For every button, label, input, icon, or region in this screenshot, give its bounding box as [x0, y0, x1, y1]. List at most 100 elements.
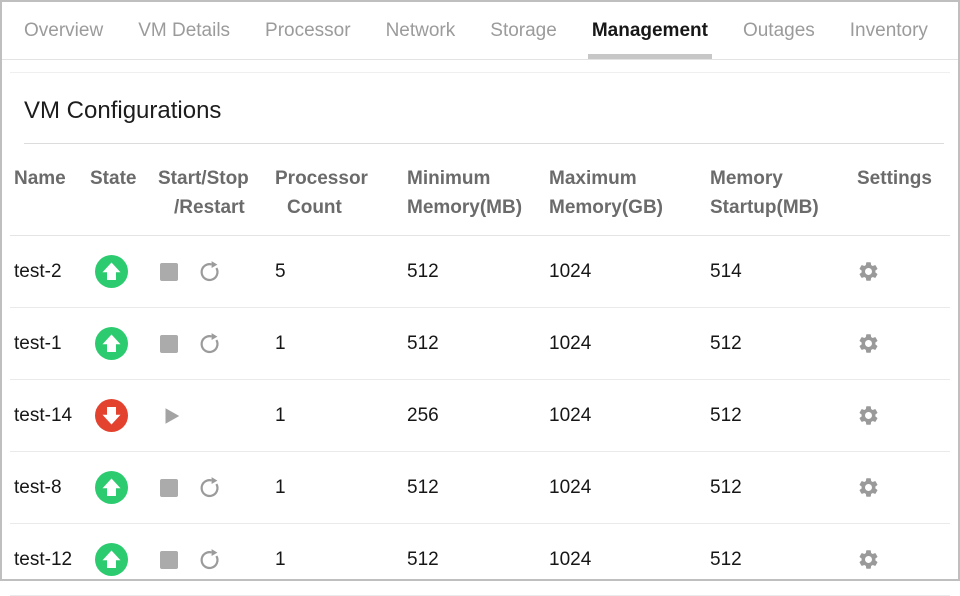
stop-button[interactable] — [160, 478, 178, 497]
processor-count-value: 1 — [275, 548, 286, 570]
tab-vm-details[interactable]: VM Details — [138, 19, 231, 41]
min-memory-value: 256 — [407, 404, 439, 426]
memory-startup-value: 512 — [710, 332, 742, 354]
column-header-settings: Settings — [857, 164, 950, 222]
settings-button[interactable] — [857, 548, 880, 571]
settings-button[interactable] — [857, 332, 880, 355]
gear-icon — [859, 406, 878, 425]
arrow-down-circle-icon — [95, 399, 128, 432]
column-header-line: State — [90, 168, 137, 189]
column-header-state: State — [90, 164, 158, 222]
column-header-line: Count — [287, 197, 342, 218]
settings-cell — [857, 332, 950, 355]
stop-icon — [160, 550, 178, 569]
actions-cell — [158, 547, 275, 573]
memory-startup-value: 514 — [710, 260, 742, 282]
state-cell — [90, 255, 158, 288]
max-memory-value: 1024 — [549, 332, 592, 354]
vm-name: test-14 — [14, 404, 73, 426]
column-header-line: Start/Stop — [158, 168, 249, 189]
stop-button[interactable] — [160, 262, 178, 281]
processor-count-value: 5 — [275, 260, 286, 282]
restart-icon — [200, 260, 219, 281]
column-header-line: Memory — [710, 168, 783, 189]
tab-management[interactable]: Management — [587, 2, 712, 59]
state-cell — [90, 327, 158, 360]
memory-startup-value: 512 — [710, 548, 742, 570]
tab-bar: Overview VM Details Processor Network Storag… — [2, 2, 958, 60]
column-header-line: /Restart — [174, 197, 245, 218]
tab-processor[interactable]: Processor — [265, 19, 351, 41]
restart-icon — [200, 476, 219, 497]
tab-outages[interactable]: Outages — [742, 19, 815, 41]
processor-count-value: 1 — [275, 404, 286, 426]
arrow-up-circle-icon — [95, 327, 128, 360]
arrow-up-circle-icon — [95, 255, 128, 288]
stop-icon — [160, 478, 178, 497]
state-cell — [90, 471, 158, 504]
vm-name: test-8 — [14, 476, 62, 498]
arrow-up-circle-icon — [95, 471, 128, 504]
min-memory-value: 512 — [407, 260, 439, 282]
restart-button[interactable] — [197, 259, 222, 285]
vm-name: test-12 — [14, 548, 73, 570]
column-header-line: Memory(GB) — [549, 197, 664, 218]
tab-storage[interactable]: Storage — [490, 19, 557, 41]
max-memory-value: 1024 — [549, 548, 592, 570]
column-header-line: Name — [14, 168, 66, 189]
max-memory-value: 1024 — [549, 260, 592, 282]
title-divider — [24, 143, 944, 144]
tab-network[interactable]: Network — [385, 19, 456, 41]
column-header-line: Minimum — [407, 168, 491, 189]
column-header-line: Processor — [275, 168, 368, 189]
column-header-line: Startup(MB) — [710, 197, 819, 218]
settings-button[interactable] — [857, 476, 880, 499]
actions-cell — [158, 259, 275, 285]
settings-cell — [857, 476, 950, 499]
stop-button[interactable] — [160, 334, 178, 353]
min-memory-value: 512 — [407, 332, 439, 354]
table-row-test-2: test-2 5 512 1024 514 — [10, 236, 950, 308]
stop-icon — [160, 262, 178, 281]
restart-button[interactable] — [197, 547, 222, 573]
memory-startup-value: 512 — [710, 404, 742, 426]
column-header-line: Memory(MB) — [407, 197, 523, 218]
processor-count-value: 1 — [275, 332, 286, 354]
restart-button[interactable] — [197, 331, 222, 357]
settings-button[interactable] — [857, 404, 880, 427]
table-row-test-14: test-14 1 256 1024 512 — [10, 380, 950, 452]
memory-startup-value: 512 — [710, 476, 742, 498]
state-cell — [90, 399, 158, 432]
actions-cell — [158, 404, 275, 428]
tab-overview[interactable]: Overview — [24, 19, 104, 41]
stop-button[interactable] — [160, 550, 178, 569]
tab-inventory[interactable]: Inventory — [849, 19, 928, 41]
start-button[interactable] — [160, 404, 182, 428]
gear-icon — [859, 478, 878, 497]
state-cell — [90, 543, 158, 576]
restart-icon — [200, 548, 219, 569]
gear-icon — [859, 550, 878, 569]
settings-button[interactable] — [857, 260, 880, 283]
arrow-up-circle-icon — [95, 543, 128, 576]
max-memory-value: 1024 — [549, 404, 592, 426]
play-icon — [165, 407, 180, 424]
column-header-actions: Start/Stop/Restart — [158, 164, 275, 222]
restart-button[interactable] — [197, 475, 222, 501]
vm-name: test-2 — [14, 260, 62, 282]
restart-icon — [200, 332, 219, 353]
actions-cell — [158, 475, 275, 501]
actions-cell — [158, 331, 275, 357]
processor-count-value: 1 — [275, 476, 286, 498]
settings-cell — [857, 548, 950, 571]
